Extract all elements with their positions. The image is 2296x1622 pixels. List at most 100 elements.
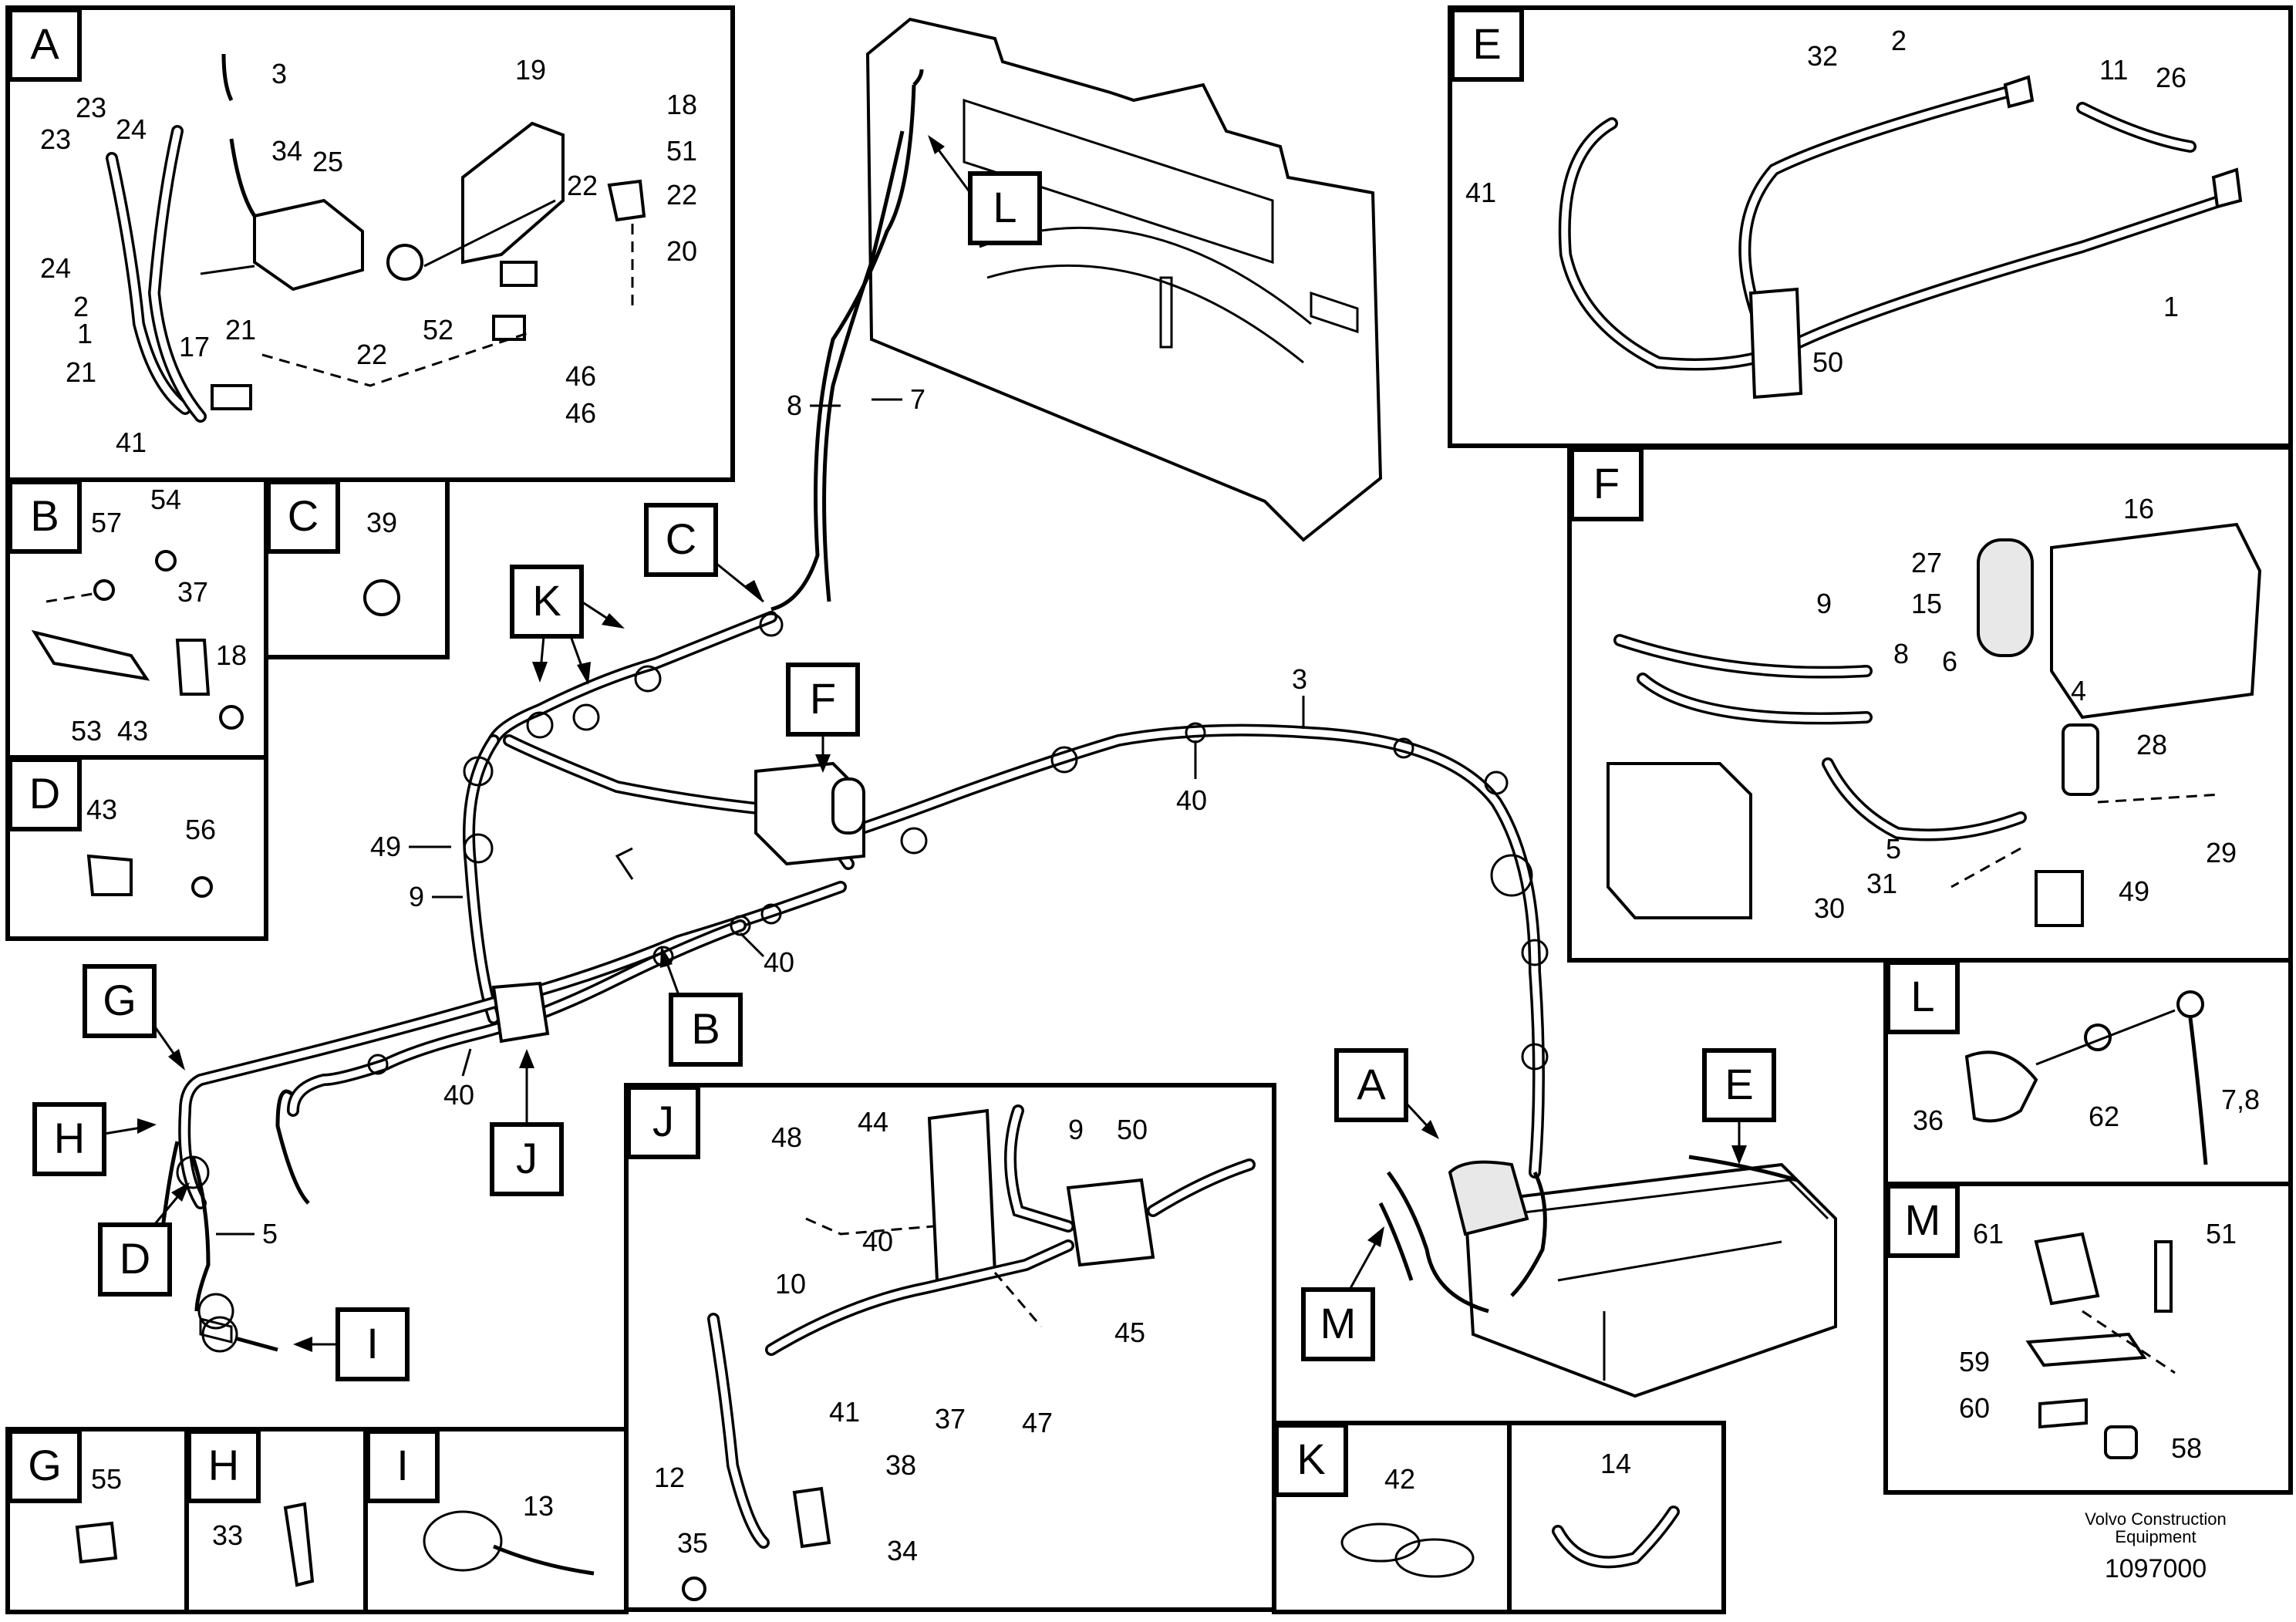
callout-A: A <box>1334 1048 1439 1139</box>
F-number-15: 15 <box>1911 588 1942 619</box>
svg-text:L: L <box>1910 972 1934 1020</box>
E-number-41: 41 <box>1465 177 1496 208</box>
G-number-55: 55 <box>91 1463 122 1495</box>
L-number-7-8: 7,8 <box>2221 1084 2260 1115</box>
A-number-25: 25 <box>312 146 343 177</box>
main-number-49: 49 <box>370 831 401 862</box>
J-number-9: 9 <box>1068 1114 1084 1145</box>
main-assembly-drawing <box>160 17 1837 1398</box>
svg-text:D: D <box>29 769 60 818</box>
callout-L: L <box>928 135 1042 245</box>
A-number-52: 52 <box>423 314 453 346</box>
F-number-49: 49 <box>2119 875 2149 907</box>
main-part-numbers: 8 7 3 40 40 40 49 9 5 <box>216 383 1307 1249</box>
svg-text:I: I <box>396 1441 409 1489</box>
panel-A-numbers: 23 24 3 19 18 23 34 25 51 24 22 22 20 2 … <box>40 54 697 458</box>
panel-F-numbers: 16 27 9 15 8 6 4 28 29 5 31 30 49 <box>1814 493 2237 924</box>
panel-D-numbers: 43 56 <box>86 794 216 845</box>
F-number-9: 9 <box>1816 588 1832 619</box>
A-number-34: 34 <box>271 135 302 167</box>
callout-H: H <box>32 1102 157 1176</box>
panel-J-numbers: 48 44 9 50 40 10 45 37 47 41 12 38 35 34 <box>654 1106 1148 1566</box>
svg-text:G: G <box>28 1441 62 1489</box>
J-number-50: 50 <box>1117 1114 1148 1145</box>
svg-text:A: A <box>30 19 59 68</box>
B-number-18: 18 <box>216 639 247 671</box>
J-number-48: 48 <box>771 1121 802 1153</box>
A-number-22-a: 22 <box>567 170 598 201</box>
main-number-5: 5 <box>262 1218 278 1249</box>
svg-text:M: M <box>1905 1195 1941 1244</box>
A-number-22-c: 22 <box>356 339 387 370</box>
B-number-43: 43 <box>117 715 148 747</box>
main-number-7: 7 <box>910 383 925 415</box>
L-number-62: 62 <box>2089 1101 2119 1132</box>
E-number-26: 26 <box>2156 62 2186 93</box>
callout-B: B <box>660 946 743 1067</box>
svg-text:B: B <box>30 491 59 540</box>
panel-B-numbers: 57 54 37 18 53 43 <box>71 484 247 747</box>
F-number-6: 6 <box>1942 646 1957 677</box>
panel-cable-tie <box>1507 1421 1726 1614</box>
D-number-56: 56 <box>185 814 216 845</box>
E-number-32: 32 <box>1807 40 1838 72</box>
M-number-51: 51 <box>2206 1218 2237 1249</box>
battery-assembly <box>1378 1155 1837 1398</box>
svg-text:H: H <box>54 1114 85 1162</box>
B-number-37: 37 <box>177 576 208 608</box>
F-number-29: 29 <box>2206 837 2237 868</box>
A-number-20: 20 <box>666 235 697 267</box>
F-number-30: 30 <box>1814 892 1845 924</box>
main-number-3: 3 <box>1292 663 1307 695</box>
A-number-2: 2 <box>73 291 89 322</box>
A-number-21-mid: 21 <box>225 314 256 346</box>
H-number-33: 33 <box>212 1519 243 1551</box>
F-number-27: 27 <box>1911 547 1942 578</box>
M-number-61: 61 <box>1973 1218 2004 1249</box>
publisher-line-1: Volvo Construction <box>2085 1509 2226 1529</box>
E-number-11: 11 <box>2099 54 2128 86</box>
svg-text:B: B <box>691 1004 720 1053</box>
callout-K: K <box>510 565 625 685</box>
main-number-40-right: 40 <box>1176 784 1207 816</box>
A-number-3: 3 <box>271 58 287 89</box>
callout-I: I <box>293 1307 410 1381</box>
J-number-45: 45 <box>1114 1317 1145 1348</box>
panel-K: K <box>1272 1421 1512 1614</box>
svg-text:K: K <box>1296 1435 1325 1483</box>
J-number-38: 38 <box>885 1449 916 1481</box>
svg-text:D: D <box>120 1234 150 1283</box>
panel-F: F <box>1567 445 2293 963</box>
svg-text:M: M <box>1320 1299 1357 1347</box>
panel-G: G <box>5 1427 189 1614</box>
panel-E-numbers: 32 2 11 26 41 1 50 <box>1465 25 2186 378</box>
callout-F: F <box>786 663 860 773</box>
callout-D: D <box>98 1182 190 1297</box>
M-number-59: 59 <box>1959 1346 1990 1378</box>
main-number-40-center: 40 <box>764 946 794 978</box>
F-number-31: 31 <box>1866 868 1897 899</box>
K2-number-14: 14 <box>1600 1448 1631 1479</box>
F-number-8: 8 <box>1893 638 1909 669</box>
panel-H: H <box>184 1427 368 1614</box>
L-number-36: 36 <box>1913 1104 1944 1136</box>
I-number-13: 13 <box>523 1490 554 1522</box>
svg-text:J: J <box>652 1097 674 1145</box>
C-number-39: 39 <box>366 507 397 538</box>
svg-text:H: H <box>208 1441 239 1489</box>
drawing-footer: Volvo Construction Equipment 1097000 <box>2085 1509 2226 1583</box>
F-number-16: 16 <box>2123 493 2154 524</box>
svg-text:E: E <box>1725 1060 1753 1108</box>
A-number-46-a: 46 <box>565 360 596 392</box>
panel-L-numbers: 36 62 7,8 <box>1913 1084 2260 1136</box>
main-number-9: 9 <box>409 881 424 912</box>
panel-J: J <box>624 1083 1276 1612</box>
J-number-40: 40 <box>862 1226 893 1257</box>
main-number-8: 8 <box>787 389 802 421</box>
J-number-37: 37 <box>935 1403 966 1435</box>
A-number-1: 1 <box>77 318 93 349</box>
panel-B: B <box>5 477 268 760</box>
svg-text:L: L <box>993 183 1017 231</box>
J-number-34: 34 <box>887 1535 918 1566</box>
